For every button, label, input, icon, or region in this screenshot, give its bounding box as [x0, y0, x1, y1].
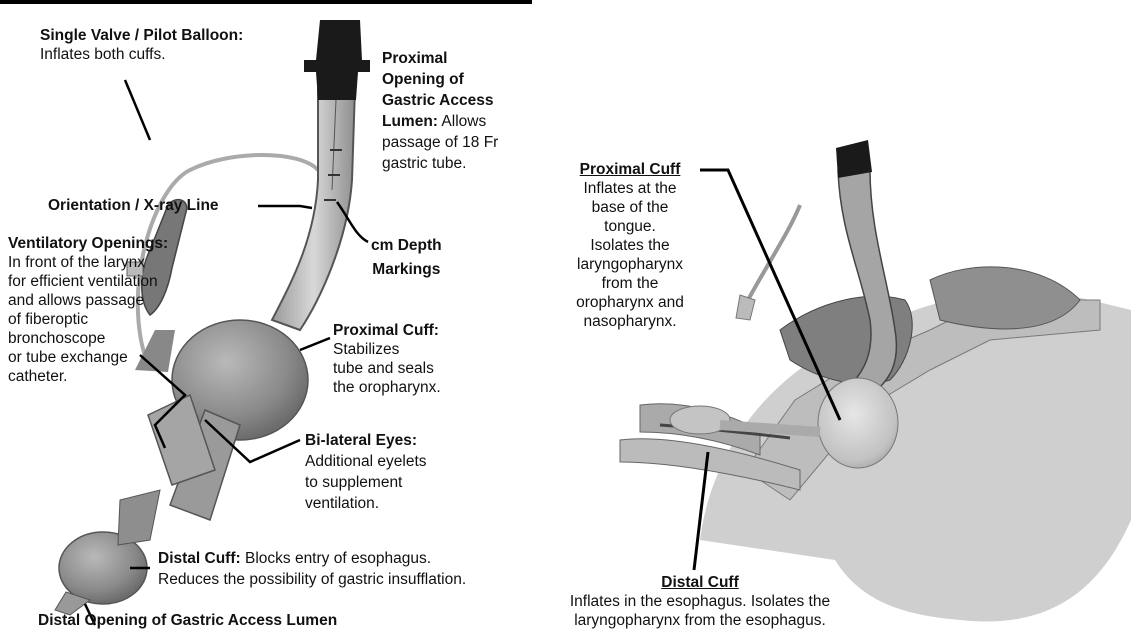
- tube-connector: [304, 20, 370, 100]
- proximal-cuff-right: [818, 378, 898, 468]
- label-bilateral-eyes: Bi-lateral Eyes: Additional eyelets to s…: [305, 430, 427, 514]
- label-single-valve: Single Valve / Pilot Balloon: Inflates b…: [40, 26, 243, 64]
- label-distal-opening: Distal Opening of Gastric Access Lumen: [38, 611, 337, 630]
- label-proximal-opening: Proximal Opening of Gastric Access Lumen…: [382, 48, 498, 174]
- label-proximal-cuff: Proximal Cuff: Stabilizes tube and seals…: [333, 321, 441, 397]
- label-cm-depth: cm Depth Markings: [371, 234, 442, 282]
- label-right-distal-cuff: Distal Cuff Inflates in the esophagus. I…: [520, 573, 880, 630]
- label-orientation: Orientation / X-ray Line: [48, 196, 219, 215]
- label-ventilatory-openings: Ventilatory Openings: In front of the la…: [8, 234, 168, 386]
- label-distal-cuff: Distal Cuff: Blocks entry of esophagus. …: [158, 548, 466, 590]
- label-right-proximal-cuff: Proximal Cuff Inflates at the base of th…: [550, 160, 710, 331]
